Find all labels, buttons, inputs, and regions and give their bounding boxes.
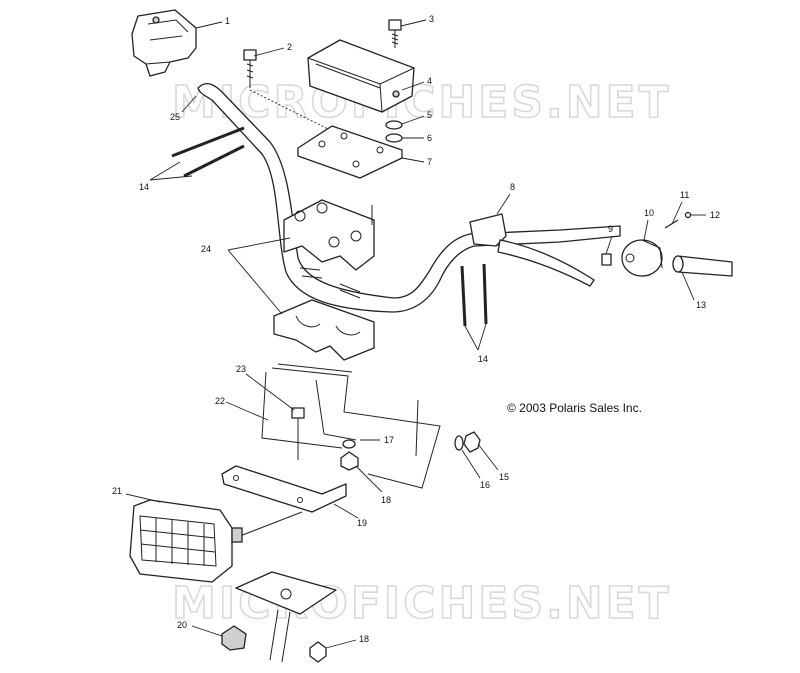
part-12-screw (684, 211, 692, 219)
callouts: 1 2 3 4 5 6 7 8 9 10 11 12 13 14 14 15 1… (112, 14, 720, 644)
callout-23: 23 (236, 364, 246, 374)
copyright-text: © 2003 Polaris Sales Inc. (507, 401, 642, 415)
part-16-washer (454, 435, 464, 451)
part-4-handlebar-pad (307, 39, 415, 113)
callout-7: 7 (427, 157, 432, 167)
callout-25: 25 (170, 112, 180, 122)
part-18-nut-upper (340, 451, 359, 471)
callout-15: 15 (499, 472, 509, 482)
part-23-bolt (291, 407, 305, 460)
leader-lines (125, 19, 706, 649)
part-7-clamp-plate (297, 125, 403, 179)
part-19-mounting-bracket (221, 465, 347, 537)
part-13-grip (672, 255, 733, 277)
part-21-headlight (129, 499, 243, 583)
part-18-nut-lower (309, 641, 327, 663)
callout-22: 22 (215, 396, 225, 406)
part-8-master-cylinder (469, 213, 595, 287)
callout-18-lower: 18 (359, 634, 369, 644)
callout-13: 13 (696, 300, 706, 310)
callout-4: 4 (427, 76, 432, 86)
callout-9: 9 (608, 224, 613, 234)
part-20-connector (221, 625, 247, 651)
callout-20: 20 (177, 620, 187, 630)
callout-17: 17 (384, 435, 394, 445)
callout-14-right: 14 (478, 354, 488, 364)
part-9-nut (601, 253, 612, 266)
part-1-housing (131, 9, 197, 77)
part-3-bolt (388, 19, 402, 48)
callout-19: 19 (357, 518, 367, 528)
callout-3: 3 (429, 14, 434, 24)
callout-11: 11 (680, 190, 689, 200)
callout-14-left: 14 (139, 182, 149, 192)
callout-24: 24 (201, 244, 211, 254)
part-24-clamp-upper (283, 199, 375, 271)
part-15-nut (463, 431, 481, 453)
part-mount-plate (235, 571, 337, 663)
part-10-throttle-control (621, 239, 663, 277)
callout-2: 2 (287, 42, 292, 52)
callout-8: 8 (510, 182, 515, 192)
callout-21: 21 (112, 486, 122, 496)
callout-5: 5 (427, 110, 432, 120)
part-17-washer (342, 439, 356, 449)
part-2-bolt (243, 49, 331, 131)
part-6-washer (385, 133, 403, 143)
part-11-screw (664, 219, 679, 229)
part-14-cable-ties-left (171, 126, 245, 178)
callout-1: 1 (225, 16, 230, 26)
part-5-washer (385, 120, 403, 130)
callout-6: 6 (427, 133, 432, 143)
callout-10: 10 (644, 208, 654, 218)
watermark-top: MICROFICHES.NET (172, 77, 672, 128)
part-22-headlight-bracket (261, 363, 441, 489)
part-14-cable-ties-right (460, 263, 488, 327)
callout-16: 16 (480, 480, 490, 490)
callout-18-upper: 18 (381, 495, 391, 505)
callout-12: 12 (710, 210, 720, 220)
part-24-clamp-lower (273, 299, 375, 361)
